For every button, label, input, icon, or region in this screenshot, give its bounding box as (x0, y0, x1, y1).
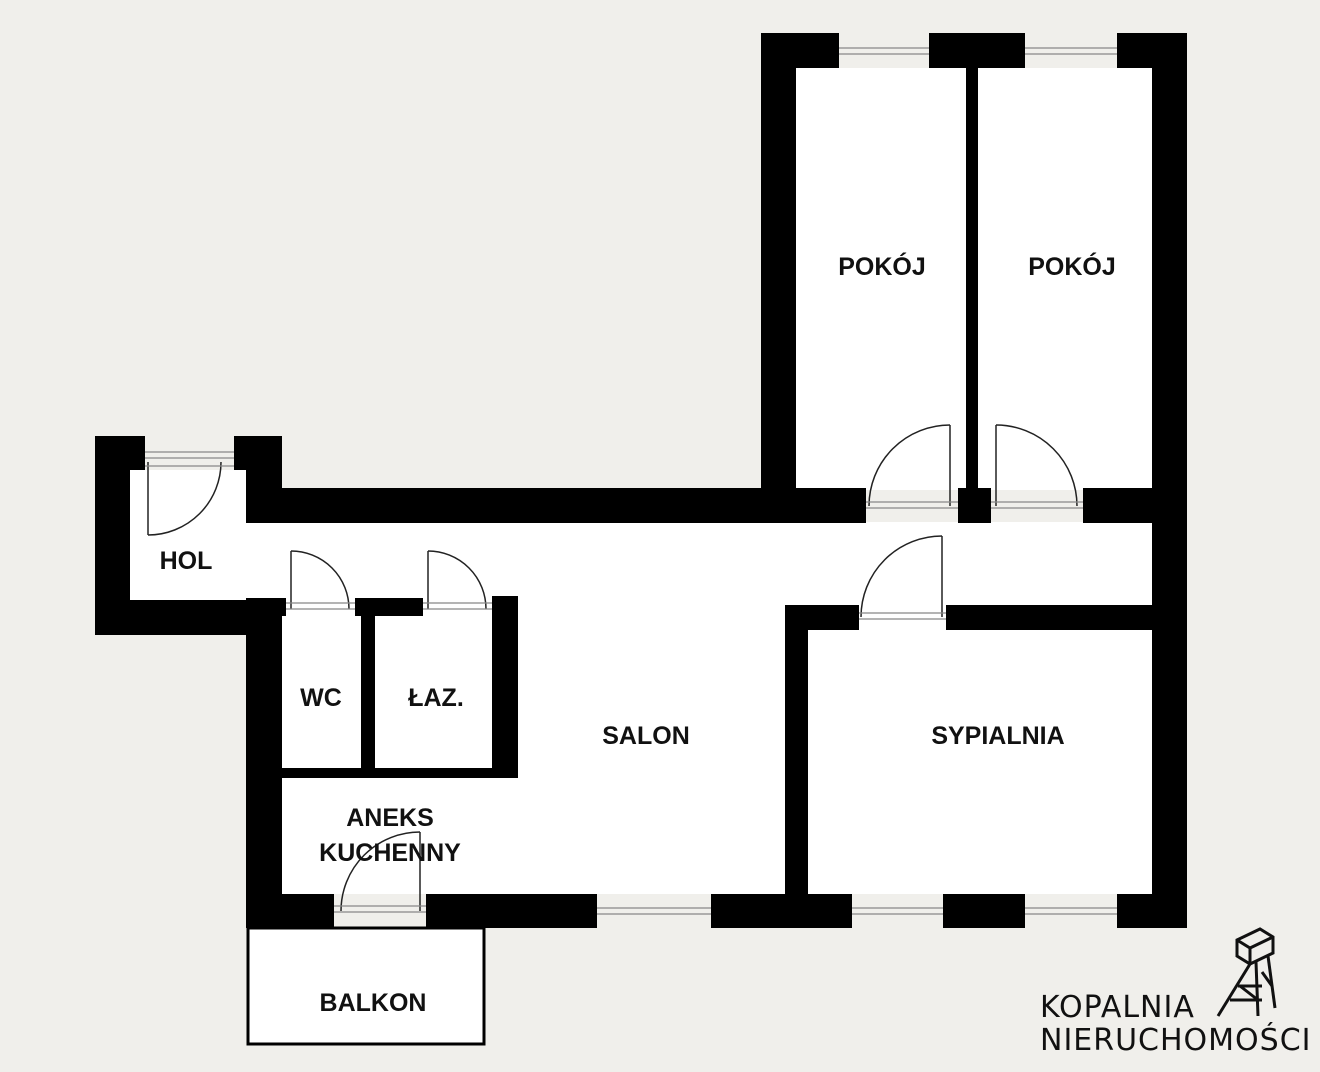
door-laz (423, 550, 492, 610)
room-label-balkon: BALKON (320, 989, 427, 1017)
room-label-pokoj-right: POKÓJ (1028, 251, 1116, 281)
door-pokoj-left (866, 424, 958, 509)
window-sypialnia-right (1025, 907, 1117, 915)
mine-headframe-icon (1216, 927, 1277, 1017)
room-label-aneks-line1: ANEKS (346, 804, 434, 832)
door-pokoj-right (991, 424, 1083, 509)
window-salon (597, 907, 711, 915)
door-balkon (334, 831, 426, 913)
window-top-left (839, 47, 929, 55)
door-wc (286, 550, 355, 610)
room-label-laz: ŁAZ. (408, 684, 464, 712)
brand-logo: KOPALNIA NIERUCHOMOŚCI (1040, 927, 1312, 1058)
window-sypialnia-left (852, 907, 943, 915)
window-top-right (1025, 47, 1117, 55)
logo-text-line2: NIERUCHOMOŚCI (1040, 1021, 1312, 1058)
room-label-hol: HOL (160, 547, 213, 575)
room-label-sypialnia: SYPIALNIA (931, 722, 1064, 750)
room-label-pokoj-left: POKÓJ (838, 251, 926, 281)
walls (95, 33, 1187, 928)
room-label-salon: SALON (602, 722, 690, 750)
room-label-wc: WC (300, 684, 342, 712)
logo-text-line1: KOPALNIA (1040, 990, 1195, 1025)
door-hol (145, 461, 234, 536)
doors (145, 424, 1083, 913)
windows (145, 47, 1117, 915)
door-sypialnia (859, 535, 946, 620)
window-hol (145, 451, 234, 459)
room-label-aneks-line2: KUCHENNY (319, 839, 461, 867)
